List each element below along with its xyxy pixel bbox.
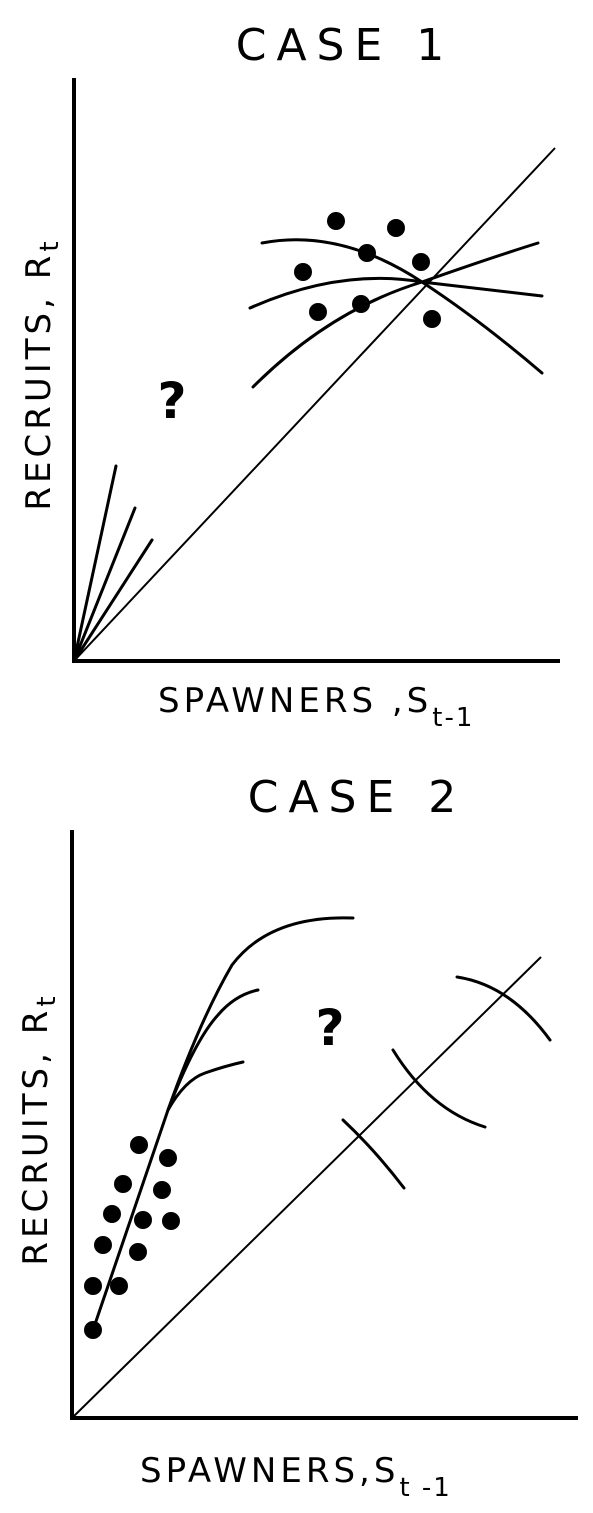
case1-panel: CASE 1 RECRUITS, Rt SPAWNERS ,St-1 ? xyxy=(19,20,560,733)
case2-point xyxy=(134,1211,152,1229)
case2-point xyxy=(110,1277,128,1295)
case2-question-mark: ? xyxy=(315,999,344,1057)
case1-origin-line-2 xyxy=(72,506,137,663)
case1-point xyxy=(327,212,345,230)
case1-y-sub: t xyxy=(35,239,65,251)
case2-y-label-group: RECRUITS, Rt xyxy=(16,994,62,1265)
case1-point xyxy=(309,303,327,321)
svg-text:SPAWNERS,St -1: SPAWNERS,St -1 xyxy=(140,1451,452,1503)
case1-x-sub: t-1 xyxy=(432,703,474,733)
case2-curve-high xyxy=(166,916,355,1112)
case1-title: CASE 1 xyxy=(236,20,455,71)
case1-y-label-group: RECRUITS, Rt xyxy=(19,239,65,510)
case2-point xyxy=(162,1212,180,1230)
case1-y-label: RECRUITS, R xyxy=(19,252,59,511)
case1-data-points xyxy=(294,212,441,328)
case2-title: CASE 2 xyxy=(248,772,467,823)
case2-arc-3 xyxy=(455,975,552,1042)
case1-question-mark: ? xyxy=(157,372,186,430)
case2-point xyxy=(159,1149,177,1167)
case1-origin-line-3 xyxy=(72,538,154,663)
case2-y-sub: t xyxy=(32,994,62,1006)
svg-text:RECRUITS, Rt: RECRUITS, Rt xyxy=(19,239,65,510)
case1-curve-descending xyxy=(260,238,544,375)
case2-point xyxy=(129,1243,147,1261)
case2-y-label: RECRUITS, R xyxy=(16,1007,56,1266)
svg-text:SPAWNERS ,St-1: SPAWNERS ,St-1 xyxy=(158,681,474,733)
case1-curve-flat xyxy=(248,276,544,310)
case2-fit-line xyxy=(91,1108,170,1332)
case2-point xyxy=(94,1236,112,1254)
case2-point xyxy=(114,1175,132,1193)
case2-arc-2 xyxy=(391,1048,487,1129)
case2-panel: CASE 2 RECRUITS, Rt SPAWNERS,St -1 ? xyxy=(16,772,578,1503)
case2-curve-mid xyxy=(166,988,260,1112)
case2-point xyxy=(103,1205,121,1223)
case2-data-points xyxy=(84,1136,180,1339)
case1-x-label: SPAWNERS ,S xyxy=(158,681,432,721)
case2-point xyxy=(130,1136,148,1154)
case1-origin-line-1 xyxy=(72,464,118,663)
case1-replacement-line xyxy=(73,147,556,662)
case1-point xyxy=(294,263,312,281)
case1-point xyxy=(387,219,405,237)
case2-x-label: SPAWNERS,S xyxy=(140,1451,399,1491)
case2-point xyxy=(84,1277,102,1295)
case2-arc-1 xyxy=(341,1118,406,1190)
case1-point xyxy=(412,253,430,271)
case1-point xyxy=(423,310,441,328)
case2-point xyxy=(153,1181,171,1199)
case2-replacement-line xyxy=(71,956,542,1419)
case1-point xyxy=(358,244,376,262)
svg-text:RECRUITS, Rt: RECRUITS, Rt xyxy=(16,994,62,1265)
case1-curve-ascending xyxy=(251,241,540,389)
case2-point xyxy=(84,1321,102,1339)
case1-point xyxy=(352,295,370,313)
case2-curve-low xyxy=(166,1060,245,1112)
case2-x-sub: t -1 xyxy=(399,1473,451,1503)
